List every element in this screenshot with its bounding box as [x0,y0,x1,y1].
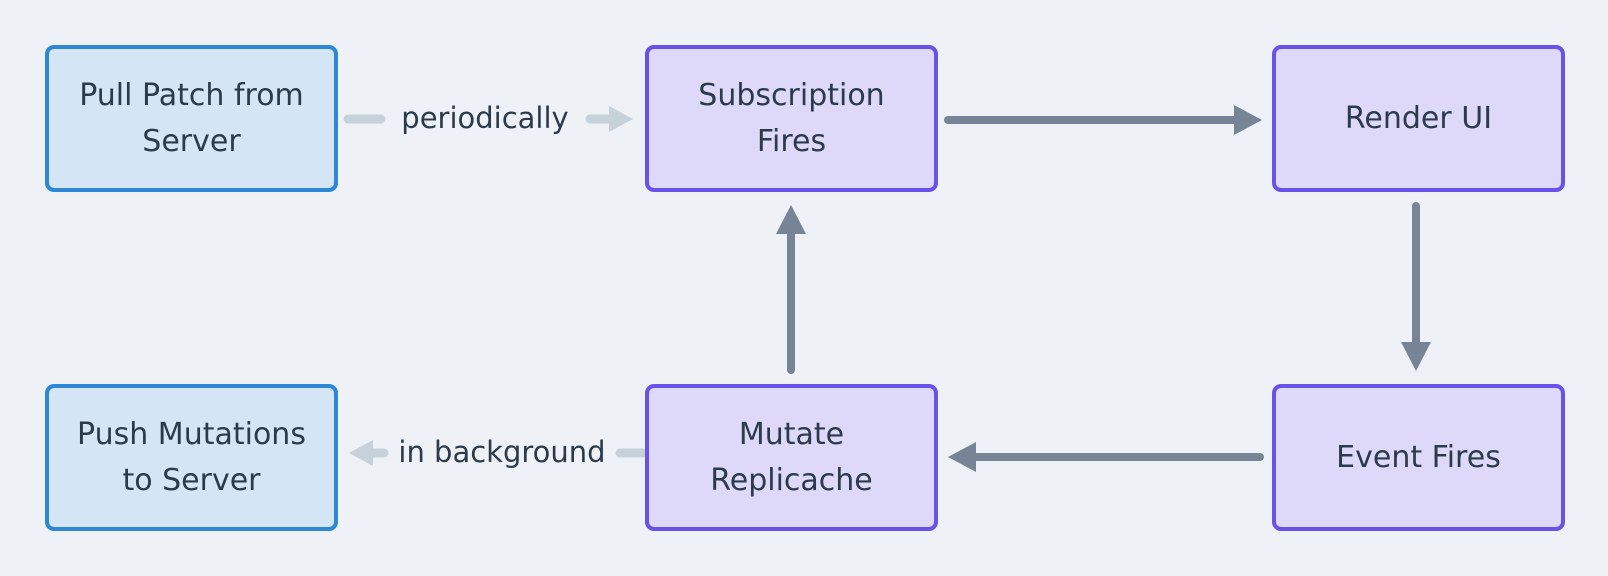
node-label-line: Event Fires [1336,439,1501,475]
node-label-line: Mutate [738,416,845,452]
node-label-line: Server [142,123,241,159]
node-label-line: Push Mutations [77,416,306,452]
arrow-mutate-to-subscription [776,205,806,374]
node-subscription-fires: Subscription Fires [645,45,938,192]
node-push-mutations-to-server: Push Mutations to Server [45,384,338,531]
edge-label-periodically: periodically [401,101,569,135]
node-label-line: Subscription [698,77,885,113]
node-pull-patch-from-server: Pull Patch from Server [45,45,338,192]
node-label-line: Render UI [1344,100,1493,136]
arrow-subscription-to-render [944,105,1262,135]
node-event-fires: Event Fires [1272,384,1565,531]
arrow-event-to-mutate [948,442,1264,472]
node-mutate-replicache: Mutate Replicache [645,384,938,531]
node-label-line: Pull Patch from [79,77,304,113]
edge-label-in-background: in background [398,435,606,469]
node-label-line: Fires [756,123,827,159]
node-label-line: to Server [122,462,261,498]
arrow-render-to-event [1401,202,1431,371]
node-render-ui: Render UI [1272,45,1565,192]
node-label-line: Replicache [710,462,873,498]
